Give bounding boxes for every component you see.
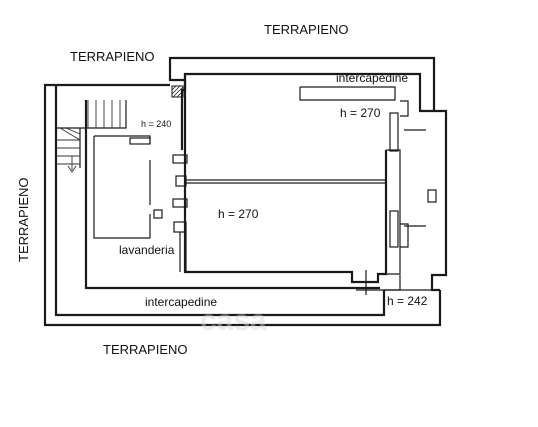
right-column	[386, 149, 401, 275]
label-h-270-right: h = 270	[340, 106, 381, 120]
label-terrapieno-bottom: TERRAPIENO	[103, 342, 188, 357]
door-symbols	[129, 137, 188, 272]
right-door-2	[389, 210, 399, 248]
label-intercapedine-bottom: intercapedine	[145, 295, 217, 309]
inner-wall-bottom	[84, 100, 380, 290]
room-wall	[183, 74, 388, 284]
stair	[56, 100, 121, 173]
outer-wall	[168, 56, 436, 113]
right-column-2	[400, 100, 409, 117]
laundry-wall	[94, 135, 151, 144]
outer-wall-west	[43, 83, 442, 327]
inner-wall-west	[54, 85, 386, 317]
small-room	[384, 275, 401, 291]
hatched-column	[171, 85, 184, 98]
opening	[427, 189, 437, 203]
label-terrapieno-top-left: TERRAPIENO	[70, 49, 155, 64]
outer-wall-east	[430, 109, 448, 292]
right-door-1	[389, 112, 399, 152]
label-lavanderia: lavanderia	[119, 243, 175, 257]
laundry-wall-2	[93, 136, 151, 239]
intercapedine-top-wall	[299, 86, 396, 101]
label-terrapieno-top-right: TERRAPIENO	[264, 22, 349, 37]
label-intercapedine-top: intercapedine	[336, 71, 408, 85]
label-terrapieno-left: TERRAPIENO	[16, 177, 31, 262]
right-column-3	[400, 223, 409, 248]
label-h-242: h = 242	[387, 294, 428, 308]
stair-wall	[56, 100, 127, 129]
label-h-270-center: h = 270	[218, 207, 259, 221]
label-h-240: h = 240	[141, 119, 171, 129]
watermark: casa	[200, 304, 267, 337]
